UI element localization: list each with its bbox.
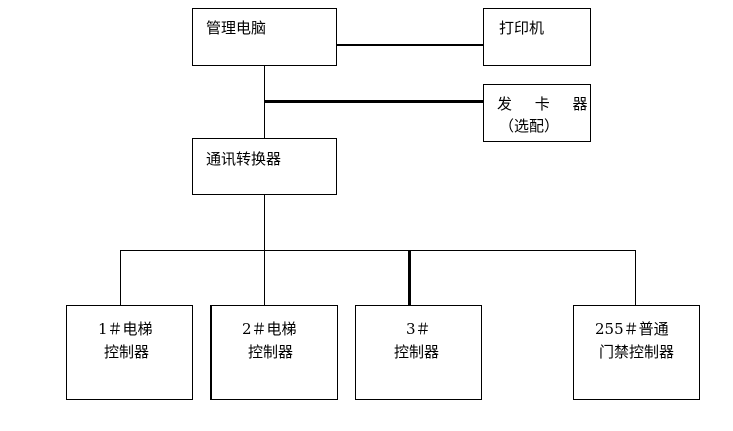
connector-bus-controller1 [120,250,121,306]
connector-pc-printer [336,44,483,46]
card-issuer-note: （选配） [499,117,560,135]
controller-3-label-line1: 3＃ [406,320,431,338]
connector-converter-bus [264,194,265,250]
controller-bus [120,250,636,251]
connector-bus-controller3 [408,250,411,306]
card-issuer-box: 发 卡 器 （选配） [483,84,591,142]
printer-label: 打印机 [499,19,545,37]
connector-trunk-card-issuer [264,100,483,103]
controller-1-label-line2: 控制器 [104,343,150,361]
connector-bus-controller255 [635,250,636,306]
connector-bus-controller2 [264,250,265,306]
communication-converter-box: 通讯转换器 [192,138,337,195]
controller-2-label-line2: 控制器 [248,343,294,361]
controller-255-label-line2: 门禁控制器 [599,343,675,361]
management-pc-box: 管理电脑 [192,8,337,66]
communication-converter-label: 通讯转换器 [206,150,282,168]
controller-3-box: 3＃ 控制器 [355,305,482,400]
printer-box: 打印机 [483,8,591,66]
controller-255-box: 255＃普通 门禁控制器 [573,305,700,400]
controller-2-box: 2＃电梯 控制器 [210,305,338,400]
controller-1-box: 1＃电梯 控制器 [66,305,193,400]
controller-1-label-line1: 1＃电梯 [98,320,153,338]
controller-3-label-line2: 控制器 [394,343,440,361]
controller-2-label-line1: 2＃电梯 [242,320,297,338]
card-issuer-label: 发 卡 器 [497,95,597,113]
management-pc-label: 管理电脑 [206,19,267,37]
controller-255-label-line1: 255＃普通 [595,320,669,338]
